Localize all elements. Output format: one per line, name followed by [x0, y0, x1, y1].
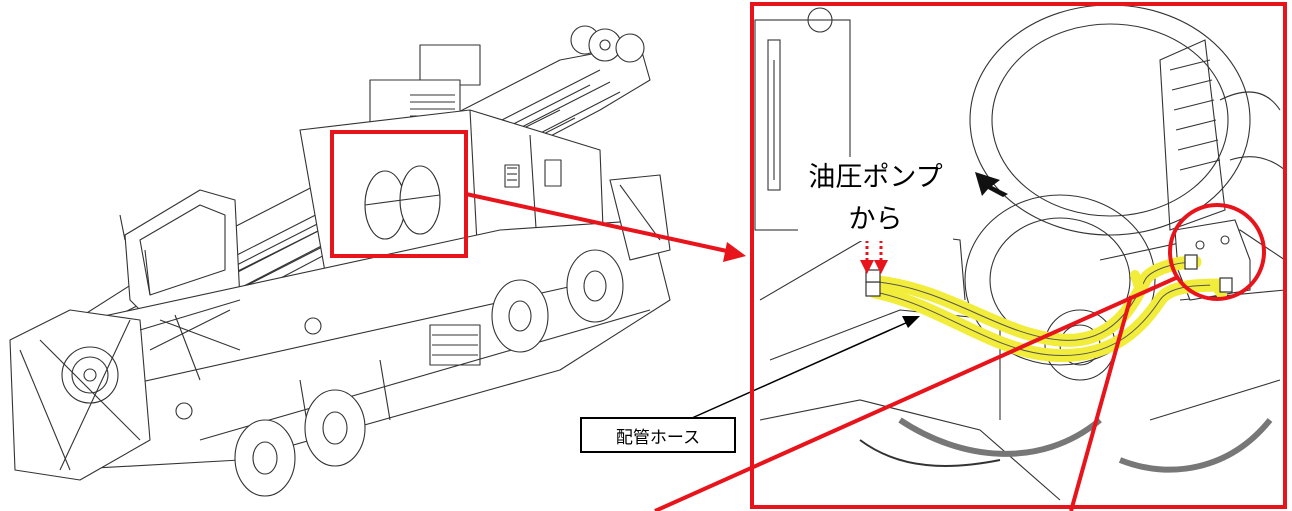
circle-leader-line-left: [654, 275, 1179, 511]
pump-callout-line2: から: [848, 204, 903, 235]
highlight-box-detail: [750, 2, 1287, 509]
pump-callout-line1: 油圧ポンプ: [808, 162, 943, 193]
crane-illustration: [9, 25, 671, 497]
hose-label-text: 配管ホース: [615, 427, 701, 448]
hose-detail-illustration: [752, 4, 1286, 507]
pump-flow-arrows-icon: [860, 240, 888, 274]
circle-leader-line-right: [1069, 295, 1133, 511]
hose-label: 配管ホース: [580, 417, 736, 453]
hose-leader-line: [691, 321, 909, 419]
flow-arrow-icon: [975, 172, 1008, 197]
highlight-circle-valve: [1168, 203, 1266, 301]
hose-leader-arrowhead: [902, 316, 920, 328]
pump-callout: 油圧ポンプ から: [798, 157, 953, 241]
connector-line: [465, 192, 737, 255]
connector-arrowhead: [723, 242, 746, 262]
